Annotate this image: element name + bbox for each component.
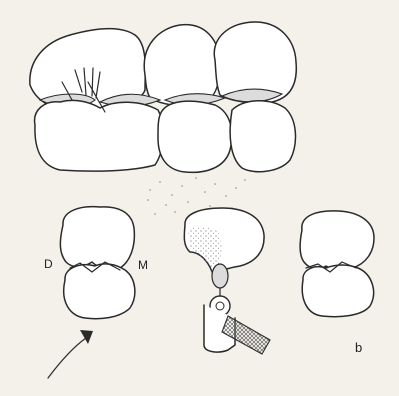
- lower-premolar-1: [158, 101, 232, 172]
- dental-arch-illustration: [30, 22, 296, 172]
- dental-handpiece-icon: [204, 296, 270, 354]
- panel-label: b: [355, 340, 362, 355]
- dental-bur: [212, 264, 228, 288]
- tooth-work-illustration: [147, 177, 270, 354]
- lower-premolar-2: [230, 101, 295, 172]
- label-distal: D: [44, 257, 53, 271]
- upper-premolar-1: [144, 25, 220, 106]
- upper-tooth-right: [300, 211, 374, 270]
- curved-arrow-icon: [48, 330, 93, 378]
- tooth-pair-right: [300, 211, 374, 317]
- lower-tooth-left: [64, 264, 135, 319]
- tooth-pair-left: D M: [44, 207, 148, 319]
- lower-tooth-right: [302, 265, 373, 317]
- upper-tooth-left: [60, 207, 134, 270]
- label-mesial: M: [138, 258, 148, 272]
- lower-molar: [35, 100, 164, 171]
